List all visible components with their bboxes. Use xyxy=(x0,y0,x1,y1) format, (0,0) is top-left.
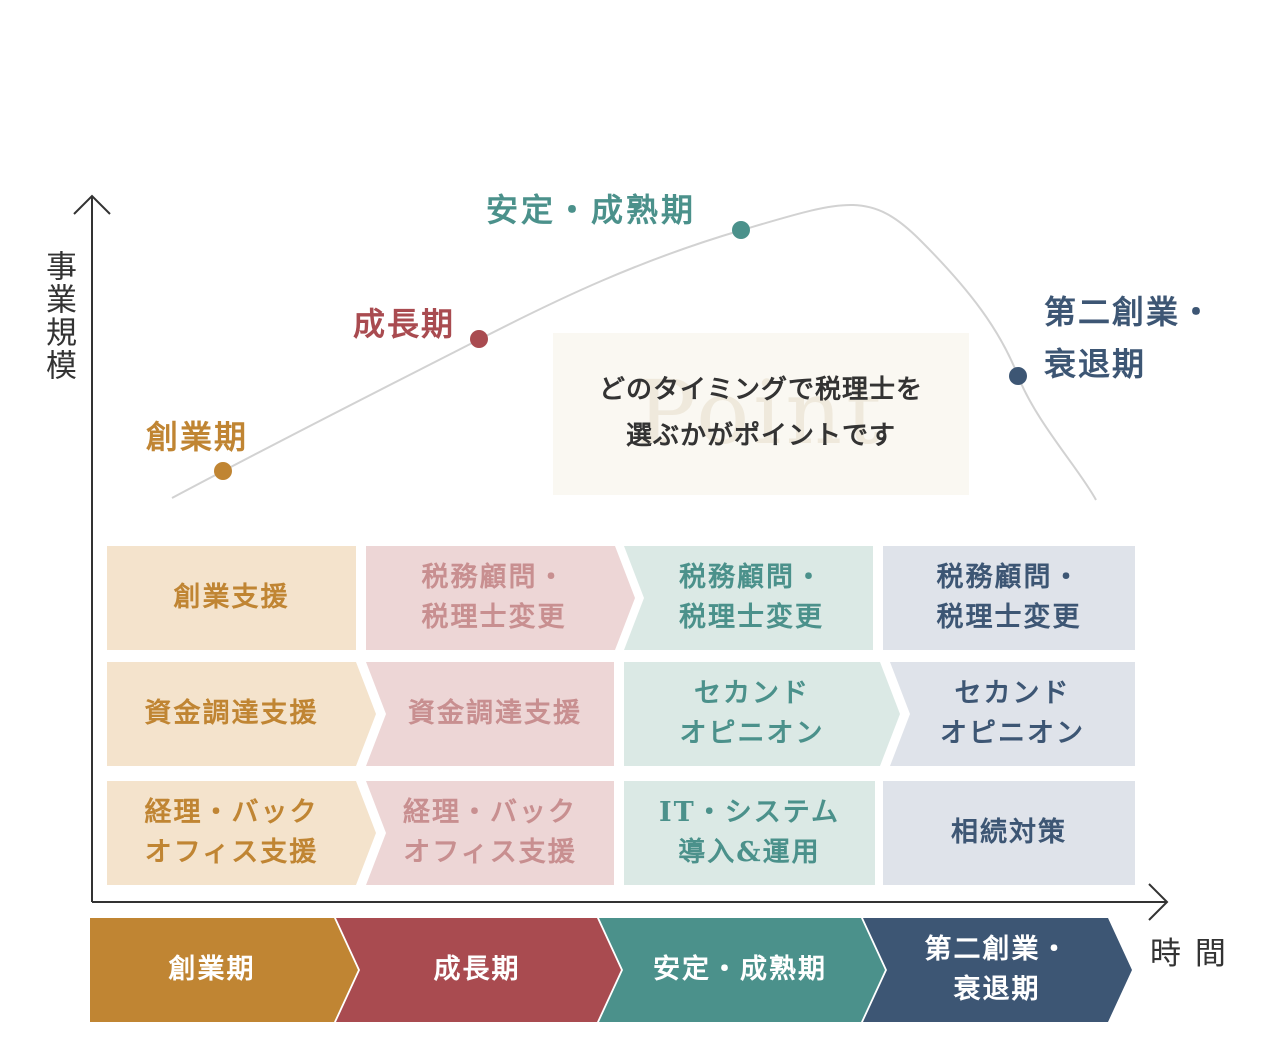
growth-point xyxy=(470,330,488,348)
y-axis-label: 事業規模 xyxy=(40,250,76,382)
callout-box: Point どのタイミングで税理士を 選ぶかがポイントです xyxy=(553,333,969,495)
phase-stable: 安定・成熟期 xyxy=(653,954,827,985)
cell-r2c3: セカンド オピニオン xyxy=(679,678,825,749)
founding-point xyxy=(214,462,232,480)
cell-r3c3: IT・システム 導入&運用 xyxy=(659,797,840,868)
phase-bg-growth xyxy=(336,918,621,1022)
stage-label-second: 第二創業・ 衰退期 xyxy=(1044,293,1215,383)
cell-bg-r2c3 xyxy=(624,662,900,766)
cell-r1c2: 税務顧問・ 税理士変更 xyxy=(421,562,567,633)
cell-bg-r1c1 xyxy=(107,546,356,650)
phase-bg-stable xyxy=(599,918,885,1022)
callout-watermark: Point xyxy=(636,361,886,464)
stage-label-stable: 安定・成熟期 xyxy=(486,191,697,229)
y-axis-arrow-icon xyxy=(73,194,111,215)
phase-bg-founding xyxy=(90,918,358,1022)
callout-text: どのタイミングで税理士を 選ぶかがポイントです xyxy=(598,375,923,451)
cell-r3c4: 相続対策 xyxy=(951,817,1067,848)
cell-r2c2: 資金調達支援 xyxy=(408,698,582,729)
cell-r1c4: 税務顧問・ 税理士変更 xyxy=(936,562,1082,633)
stable-point xyxy=(732,221,750,239)
cell-r2c4: セカンド オピニオン xyxy=(940,678,1085,749)
cell-bg-r1c2 xyxy=(366,546,635,650)
cell-r1c1: 創業支援 xyxy=(173,582,290,613)
cell-bg-r2c2 xyxy=(366,662,614,766)
cell-r3c2: 経理・バック オフィス支援 xyxy=(403,797,577,868)
x-axis-label: 時 間 xyxy=(1150,936,1228,972)
cell-r1c3: 税務顧問・ 税理士変更 xyxy=(679,562,824,633)
x-axis-arrow-icon xyxy=(1148,883,1169,921)
cell-r2c1: 資金調達支援 xyxy=(144,698,319,729)
cell-bg-r3c4 xyxy=(883,781,1135,885)
cell-bg-r1c3 xyxy=(624,546,873,650)
second-point xyxy=(1009,367,1027,385)
cell-bg-r3c2 xyxy=(366,781,614,885)
phase-founding: 創業期 xyxy=(168,954,256,985)
stage-label-founding: 創業期 xyxy=(146,418,249,456)
cell-bg-r2c1 xyxy=(107,662,376,766)
stage-label-growth: 成長期 xyxy=(353,305,456,343)
phase-growth: 成長期 xyxy=(433,954,521,985)
cell-bg-r1c4 xyxy=(883,546,1135,650)
cell-bg-r3c1 xyxy=(107,781,376,885)
phase-second: 第二創業・ 衰退期 xyxy=(924,934,1070,1005)
phase-bg-second xyxy=(863,918,1132,1022)
cell-r3c1: 経理・バック オフィス支援 xyxy=(144,797,319,868)
cell-bg-r3c3 xyxy=(624,781,875,885)
cell-bg-r2c4 xyxy=(890,662,1135,766)
